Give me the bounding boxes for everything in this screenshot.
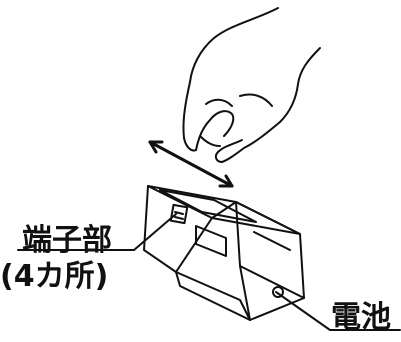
battery-pack-icon bbox=[143, 185, 305, 321]
leader-lines bbox=[17, 213, 401, 331]
battery-label: 電池 bbox=[331, 300, 391, 335]
double-arrow-icon bbox=[148, 140, 234, 188]
hand-icon bbox=[182, 7, 321, 163]
terminal-count-label: (4カ所) bbox=[0, 259, 109, 294]
terminal-label: 端子部 bbox=[22, 223, 112, 258]
terminal-contact-icon bbox=[169, 203, 189, 225]
